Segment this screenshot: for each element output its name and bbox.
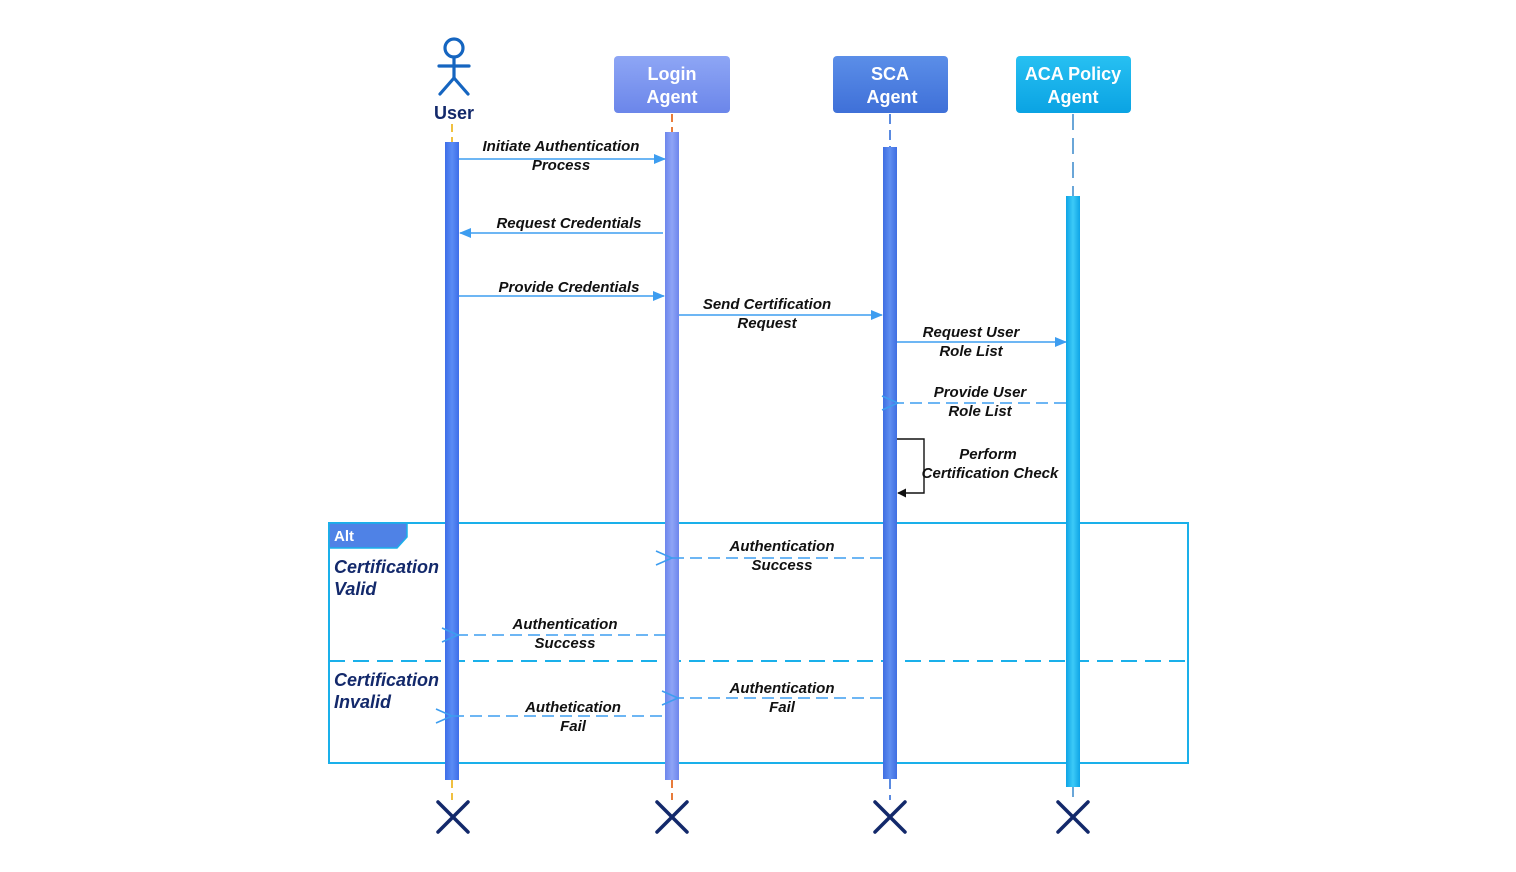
lifelines	[451, 114, 1074, 800]
user-label: User	[434, 103, 474, 123]
aca-policy-agent-label-line2: Agent	[1048, 87, 1099, 107]
destroy-login-agent-icon	[655, 800, 689, 834]
aca-policy-agent-box	[1016, 56, 1131, 113]
alt-condition-invalid-line1: Certification	[334, 670, 439, 690]
activation-bar-login	[665, 132, 679, 780]
participant-sca-agent: SCA Agent	[833, 56, 948, 113]
message-label-send-certification-request-line2: Request	[737, 315, 797, 332]
alt-frame-border	[328, 522, 1189, 764]
alt-tag-label: Alt	[334, 528, 354, 545]
message-label-authentication-success-login-line2: Success	[535, 635, 596, 652]
sca-agent-box	[833, 56, 948, 113]
activation-bars	[445, 132, 1080, 787]
message-label-request-user-role-list-line1: Request User	[923, 324, 1021, 341]
message-label-provide-user-role-list-line1: Provide User	[934, 384, 1028, 401]
alt-tag-shape	[328, 522, 408, 549]
alt-frame: Alt Certification Valid Certification In…	[328, 522, 1189, 764]
destroy-sca-agent-icon	[873, 800, 907, 834]
messages: Initiate Authentication Process Request …	[452, 138, 1067, 735]
message-label-provide-user-role-list-line2: Role List	[948, 403, 1012, 420]
message-label-perform-certification-check-line2: Certification Check	[922, 465, 1059, 482]
activation-bar-user	[445, 142, 459, 780]
sca-agent-label-line1: SCA	[871, 64, 909, 84]
login-agent-label-line1: Login	[648, 64, 697, 84]
destroy-user-icon	[436, 800, 470, 834]
message-label-request-credentials: Request Credentials	[496, 215, 641, 232]
alt-condition-invalid-line2: Invalid	[334, 692, 392, 712]
login-agent-box	[614, 56, 730, 113]
user-actor-icon	[437, 37, 471, 96]
message-label-initiate-authentication-line1: Initiate Authentication	[483, 138, 640, 155]
activation-bar-sca	[883, 147, 897, 779]
message-label-perform-certification-check-line1: Perform	[959, 446, 1017, 463]
destroy-aca-policy-agent-icon	[1056, 800, 1090, 834]
message-label-send-certification-request-line1: Send Certification	[703, 296, 831, 313]
message-arrow-perform-certification-check	[897, 438, 925, 498]
participant-login-agent: Login Agent	[614, 56, 730, 113]
alt-condition-valid-line1: Certification	[334, 557, 439, 577]
message-label-request-user-role-list-line2: Role List	[939, 343, 1003, 360]
sca-agent-label-line2: Agent	[867, 87, 918, 107]
login-agent-label-line2: Agent	[647, 87, 698, 107]
message-label-authetication-fail-login-line1: Authetication	[524, 699, 621, 716]
message-label-authetication-fail-login-line2: Fail	[560, 718, 587, 735]
destruction-markers	[436, 800, 1090, 834]
message-label-authentication-fail-sca-line2: Fail	[769, 699, 796, 716]
message-label-provide-credentials: Provide Credentials	[499, 279, 640, 296]
message-label-authentication-success-sca-line1: Authentication	[729, 538, 835, 555]
participant-user: User	[434, 37, 474, 123]
message-label-authentication-fail-sca-line1: Authentication	[729, 680, 835, 697]
message-label-authentication-success-login-line1: Authentication	[512, 616, 618, 633]
participant-aca-policy-agent: ACA Policy Agent	[1016, 56, 1131, 113]
activation-bar-aca	[1066, 196, 1080, 787]
alt-condition-valid-line2: Valid	[334, 579, 377, 599]
message-label-authentication-success-sca-line2: Success	[752, 557, 813, 574]
message-label-initiate-authentication-line2: Process	[532, 157, 590, 174]
aca-policy-agent-label-line1: ACA Policy	[1025, 64, 1121, 84]
